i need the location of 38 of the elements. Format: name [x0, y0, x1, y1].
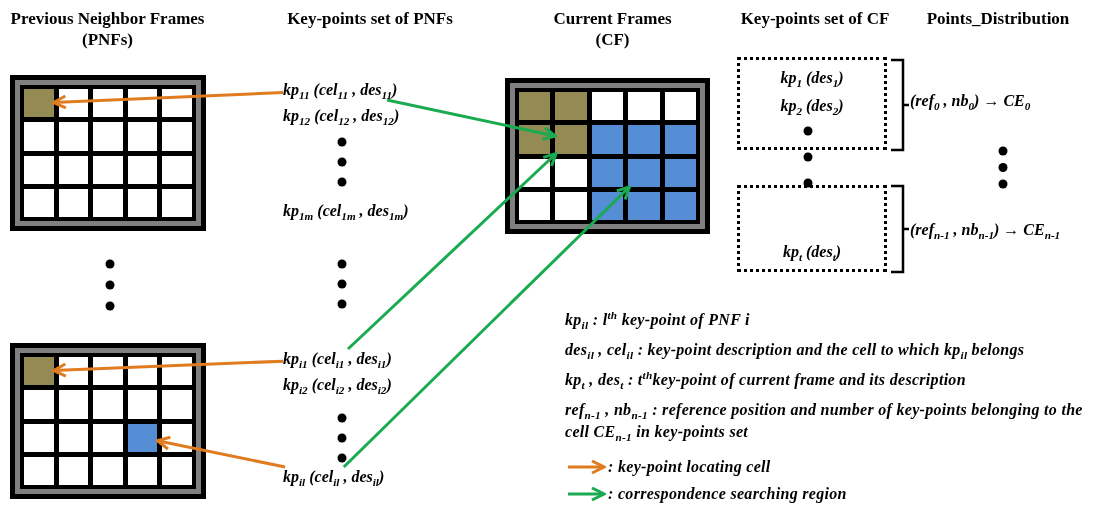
- definition-note: ref$_{n-1}$ , nb$_{n-1}$ : reference position and number of key-points belonging to the cell CE$_{n-1}$ in key-points set: [565, 400, 1084, 443]
- dotted-box: [737, 57, 887, 150]
- grid-cell: [24, 357, 54, 386]
- column-heading: Current Frames (CF): [552, 8, 673, 50]
- grid-cell: [24, 89, 54, 118]
- definition-note: kp$_{t}$ , des$_{t}$ : t$^{th}$key-point of current frame and its description: [565, 369, 967, 391]
- keypoint-label: kp$_{i1}$ (cel$_{i1}$ , des$_{i1}$): [283, 349, 392, 369]
- definition-note: kp$_{il}$ : l$^{th}$ key-point of PNF i: [565, 309, 751, 331]
- frame-grid: [10, 75, 206, 231]
- grid-cell: [127, 423, 158, 452]
- legend-text: : correspondence searching region: [608, 484, 847, 505]
- column-heading: Points_Distribution: [925, 8, 1071, 29]
- keypoint-text: kp$_{1}$ (des$_{1}$): [780, 68, 844, 88]
- keypoint-label: kp$_{il}$ (cel$_{il}$ , des$_{il}$): [283, 467, 385, 487]
- dotted-box: [737, 185, 887, 272]
- keypoint-label: kp$_{12}$ (cel$_{12}$ , des$_{12}$): [283, 106, 400, 126]
- keypoint-text: kp$_{t}$ (des$_{t}$): [782, 242, 842, 262]
- frame-grid: [10, 343, 206, 499]
- arrow: [52, 91, 284, 110]
- arrow: [386, 98, 557, 141]
- arrow: [346, 152, 558, 351]
- keypoint-text: kp$_{2}$ (des$_{2}$): [780, 96, 844, 116]
- keypoint-label: kp$_{11}$ (cel$_{11}$ , des$_{11}$): [283, 80, 398, 100]
- grid-cell: [628, 158, 660, 187]
- grid-cell: [555, 125, 587, 154]
- column-heading: Previous Neighbor Frames (PNFs): [9, 8, 206, 50]
- column-heading: Key-points set of PNFs: [286, 8, 454, 29]
- keypoint-label: kp$_{1m}$ (cel$_{1m}$ , des$_{1m}$): [283, 201, 409, 221]
- column-heading: Key-points set of CF: [739, 8, 891, 29]
- keypoint-label: (ref$_{n-1}$ , nb$_{n-1}$) → CE$_{n-1}$: [910, 220, 1061, 240]
- keypoint-label: (ref$_{0}$ , nb$_{0}$) → CE$_{0}$: [910, 91, 1031, 111]
- keypoint-label: kp$_{i2}$ (cel$_{i2}$ , des$_{i2}$): [283, 375, 392, 395]
- legend-text: : key-point locating cell: [608, 457, 771, 478]
- arrow: [155, 435, 286, 469]
- definition-note: des$_{il}$ , cel$_{il}$ : key-point description and the cell to which kp$_{il}$ belongs: [565, 340, 1026, 361]
- arrow: [342, 185, 631, 469]
- frame-grid: [505, 78, 710, 234]
- arrow: [52, 359, 284, 378]
